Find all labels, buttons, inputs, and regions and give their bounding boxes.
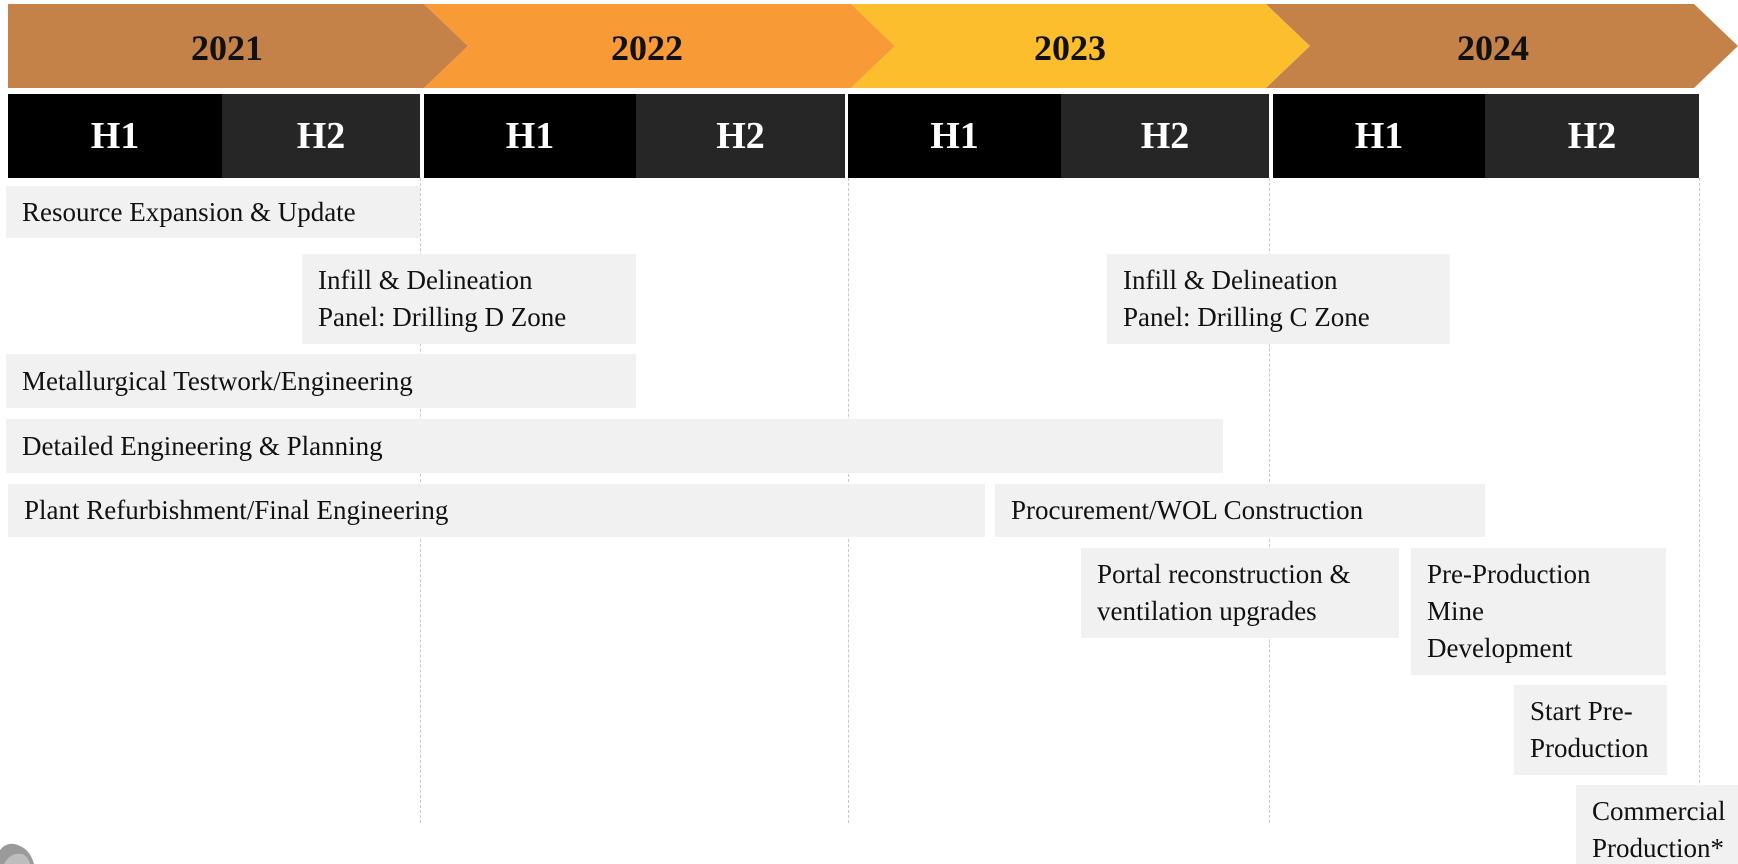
end-divider [1699, 178, 1700, 823]
year-arrow-2022 [424, 4, 895, 88]
half-2023-h2: H2 [1061, 94, 1269, 178]
year-label-2022: 2022 [611, 28, 683, 68]
half-2021-h1: H1 [8, 94, 222, 178]
task-resource-expansion: Resource Expansion & Update [6, 186, 420, 238]
year-arrow-2023 [851, 4, 1310, 88]
task-portal-reconstruction: Portal reconstruction & ventilation upgr… [1081, 548, 1399, 638]
task-commercial-production: Commercial Production* [1576, 785, 1738, 864]
year-label-2021: 2021 [191, 28, 263, 68]
task-start-pre-production: Start Pre- Production [1514, 685, 1667, 775]
year-banner [8, 4, 1738, 88]
year-label-2024: 2024 [1457, 28, 1529, 68]
year-arrow-2021 [8, 4, 468, 88]
half-2022-h2: H2 [636, 94, 845, 178]
half-2024-h2: H2 [1485, 94, 1699, 178]
half-2022-h1: H1 [424, 94, 636, 178]
task-pre-production-development: Pre-Production Mine Development [1411, 548, 1666, 675]
half-2021-h2: H2 [222, 94, 420, 178]
task-infill-d-zone: Infill & Delineation Panel: Drilling D Z… [302, 254, 636, 344]
year-arrow-2024 [1266, 4, 1738, 88]
task-procurement-construction: Procurement/WOL Construction [995, 484, 1485, 537]
half-2024-h1: H1 [1273, 94, 1485, 178]
half-2023-h1: H1 [848, 94, 1061, 178]
task-plant-refurbishment: Plant Refurbishment/Final Engineering [8, 484, 985, 537]
logo-fragment [0, 843, 34, 864]
task-detailed-engineering: Detailed Engineering & Planning [6, 419, 1223, 473]
task-metallurgical-testwork: Metallurgical Testwork/Engineering [6, 354, 636, 408]
year-label-2023: 2023 [1034, 28, 1106, 68]
task-infill-c-zone: Infill & Delineation Panel: Drilling C Z… [1107, 254, 1450, 344]
